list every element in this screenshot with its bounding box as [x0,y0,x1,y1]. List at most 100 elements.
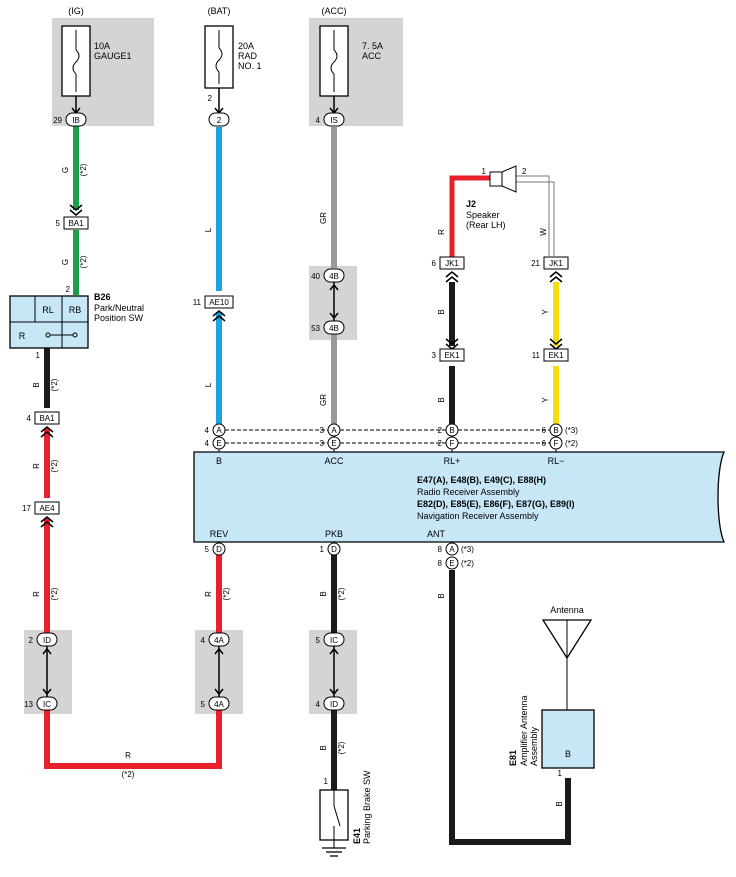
conn-ba1-top: BA1 5 [56,204,89,230]
svg-text:11: 11 [193,298,202,307]
svg-text:(*3): (*3) [461,545,474,554]
bat-fuse-name2: NO. 1 [238,61,262,71]
wire-note-b-sw: (*2) [50,378,59,391]
svg-text:17: 17 [22,504,31,513]
conn-ba1-bottom: BA1 4 [27,411,60,438]
svg-text:IC: IC [43,700,51,709]
wire-white-a [516,175,550,256]
svg-text:AE4: AE4 [39,504,55,513]
svg-text:JK1: JK1 [549,259,563,268]
amp-pin: 1 [558,769,563,778]
switch-name1: Park/Neutral [94,303,144,313]
conn-jk1-left: JK1 6 [432,256,465,283]
assembly-line1: E47(A), E48(B), E49(C), E88(H) [417,475,546,485]
wire-label-w: W [539,228,548,236]
wire-label-gr1: GR [319,212,328,224]
svg-text:(*2): (*2) [565,439,578,448]
svg-text:4: 4 [27,414,32,423]
amp-id: E81 [508,750,518,766]
park-neutral-switch: 2 RL RB R 1 B26 Park/Neutral Position SW [9,285,144,360]
antenna: Antenna [541,605,593,660]
wire-note-g2: (*2) [79,255,88,268]
wire-note-g1: (*2) [79,163,88,176]
wire-label-y2: Y [541,397,550,403]
wire-white-b [516,181,555,256]
speaker-rear-lh: 1 2 J2 Speaker (Rear LH) [466,165,527,230]
wire-label-b-rl2: B [437,397,446,402]
svg-text:21: 21 [531,259,540,268]
wire-label-b-brake: B [319,745,328,750]
fuse-ig [61,25,91,115]
svg-text:E: E [331,439,336,448]
svg-text:4B: 4B [329,324,339,333]
svg-text:6: 6 [542,439,547,448]
conn-ae4: AE4 17 [22,501,60,528]
svg-text:BA1: BA1 [68,219,84,228]
wire-labels: G (*2) G (*2) L L GR GR B (*2) R (*2) R … [32,163,564,806]
svg-text:A: A [216,426,222,435]
ig-fuse-name: GAUGE1 [94,51,132,61]
wire-label-y1: Y [541,309,550,315]
ig-source-label: (IG) [68,6,84,16]
svg-text:5: 5 [205,545,210,554]
wire-label-r-spk: R [437,229,446,235]
svg-text:4A: 4A [214,700,224,709]
bat-pin: 2 [208,94,213,103]
brake-id: E41 [352,828,362,844]
svg-text:EK1: EK1 [444,351,460,360]
wire-label-b-pkb: B [319,591,328,596]
svg-text:F: F [554,439,559,448]
wire-note-b-pkb: (*2) [337,587,346,600]
fuse-acc [319,25,349,115]
conn-jk1-right: JK1 21 [531,256,569,283]
acc-source-label: (ACC) [322,6,347,16]
svg-text:6: 6 [432,259,437,268]
bat-source-label: (BAT) [208,6,231,16]
switch-pin-top: 2 [66,285,71,294]
wire-note-r-rev: (*2) [222,587,231,600]
term-b: B [216,456,222,466]
conn-ek1-right: EK1 11 [532,338,569,362]
fuse-bat [204,25,234,115]
svg-text:IB: IB [72,116,80,125]
svg-text:4A: 4A [214,636,224,645]
svg-text:4: 4 [316,116,321,125]
svg-text:5: 5 [316,636,321,645]
term-rl-plus: RL+ [444,456,461,466]
wire-black-antenna [449,570,571,845]
brake-name: Parking Brake SW [362,770,372,844]
svg-text:3: 3 [320,426,325,435]
conn-ib: IB 29 [53,112,87,127]
svg-text:11: 11 [532,351,541,360]
wire-label-b-sw: B [32,382,41,387]
wire-label-gr2: GR [319,394,328,406]
svg-text:2: 2 [29,636,34,645]
svg-text:D: D [331,545,337,554]
conn-is: IS 4 [316,112,345,127]
speaker-pin1: 1 [482,167,487,176]
svg-text:(*2): (*2) [461,559,474,568]
conn-ae10: AE10 11 [193,295,234,322]
svg-text:A: A [449,545,455,554]
svg-text:1: 1 [320,545,325,554]
conn-ek1-left: EK1 3 [432,338,465,362]
wire-label-r-rev: R [204,591,213,597]
amplifier-antenna-assembly: B 1 E81 Amplifier Antenna Assembly [508,695,595,778]
acc-fuse-rating: 7. 5A [362,41,383,51]
svg-text:3: 3 [432,351,437,360]
conn-bat-2: 2 [208,112,230,127]
conn-4b-junction: 4B 40 4B 53 [311,268,345,335]
svg-text:4B: 4B [329,272,339,281]
svg-text:B: B [553,426,558,435]
ig-fuse-rating: 10A [94,41,110,51]
wire-note-r1: (*2) [50,459,59,472]
assembly-line2: Radio Receiver Assembly [417,487,520,497]
svg-text:ID: ID [330,700,338,709]
svg-text:IC: IC [330,636,338,645]
svg-text:AE10: AE10 [209,298,229,307]
parking-brake-switch: 1 E41 Parking Brake SW [319,770,372,857]
wire-label-g2: G [61,259,70,265]
term-ant: ANT [427,529,446,539]
svg-text:D: D [216,545,222,554]
